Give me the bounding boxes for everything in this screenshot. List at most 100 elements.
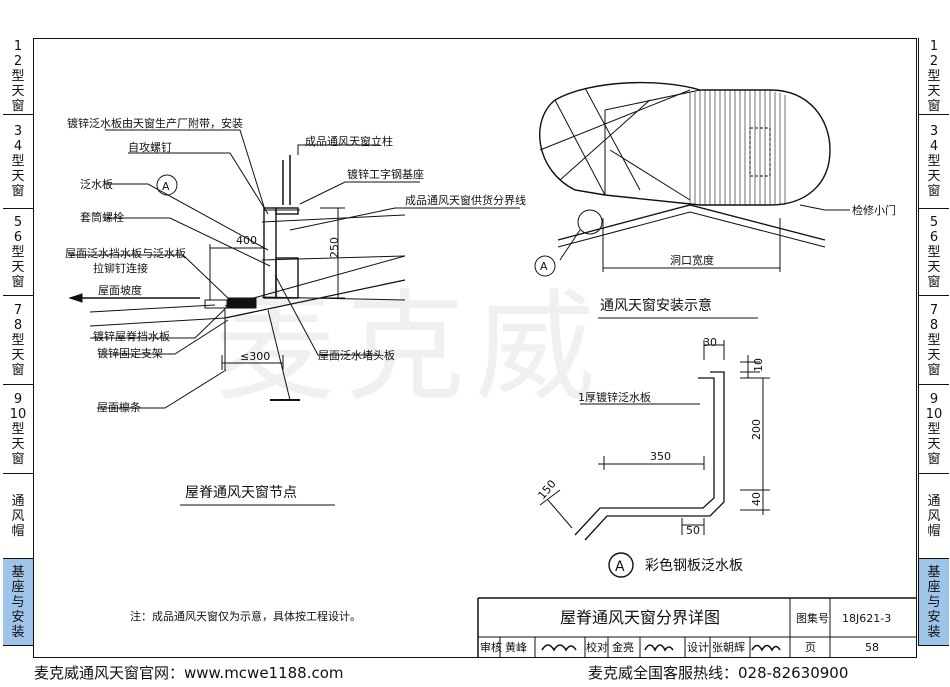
sidebar-tab-text: 1: [13, 38, 23, 54]
sidebar-tab-text: 型: [927, 421, 941, 437]
sidebar-tab-text: 8: [929, 317, 939, 333]
title-block-lines: [180, 317, 917, 658]
sidebar-tab-text: 8: [13, 317, 23, 333]
footer-hotline: 麦克威全国客服热线：028-82630900: [588, 664, 849, 682]
sidebar-tab-text: 7: [13, 302, 23, 318]
sidebar-tab-text: 型: [11, 332, 25, 348]
designer: 张朝辉: [712, 641, 745, 654]
label-slope: 屋面坡度: [98, 283, 142, 297]
label-door: 检修小门: [852, 203, 896, 217]
sidebar-tab-text: 窗: [11, 451, 25, 467]
dim-250: 250: [328, 237, 341, 258]
label-column: 成品通风天窗立柱: [305, 134, 393, 148]
sidebar-tab-text: 天: [927, 83, 941, 99]
design-label: 设计: [687, 641, 709, 654]
sidebar-tab-text: 10: [9, 406, 27, 422]
check-label: 校对: [586, 640, 608, 654]
sidebar-tab-text: 天: [927, 169, 941, 184]
sidebar-tab-text: 型: [11, 421, 25, 437]
sidebar-tab-text: 5: [13, 214, 23, 230]
dim-150: 150: [535, 477, 558, 501]
label-sleeve-bolt: 套筒螺栓: [80, 210, 124, 224]
sidebar-tab-text: 型: [11, 244, 25, 260]
dim-350: 350: [650, 450, 671, 463]
page-number: 58: [865, 641, 879, 654]
note: 注：成品通风天窗仅为示意，具体按工程设计。: [130, 609, 361, 623]
sidebar-tab-text: 座: [927, 579, 941, 595]
page-label: 页: [805, 641, 816, 654]
sidebar-tab-text: 帽: [927, 523, 941, 539]
sidebar-tab-text: 1: [929, 38, 939, 54]
sidebar-tab-text: 窗: [11, 184, 25, 199]
dim-30: 30: [703, 336, 717, 349]
drawing-title: 屋脊通风天窗分界详图: [560, 608, 720, 627]
sidebar-tab-6[interactable]: 基座与安装: [919, 559, 949, 646]
flashing-drawing: [539, 340, 770, 578]
label-flashing: 泛水板: [80, 177, 113, 191]
sidebar-tab-text: 2: [929, 53, 939, 69]
sidebar-tab-text: 天: [927, 436, 941, 452]
sidebar-tab-text: 型: [11, 68, 25, 84]
dim-10: 10: [752, 358, 765, 372]
sidebar-tab-text: 窗: [927, 98, 941, 114]
label-end-plug: 屋面泛水堵头板: [318, 348, 395, 362]
sidebar-tab-text: 与: [11, 594, 25, 610]
sidebar-tab-text: 9: [13, 391, 23, 407]
footer-website: 麦克威通风天窗官网：www.mcwe1188.com: [34, 664, 344, 682]
label-bracket: 镀锌固定支架: [97, 346, 163, 360]
label-rivet: 拉铆钉连接: [93, 261, 148, 275]
sidebar-tab-text: 通: [11, 493, 25, 509]
label-base: 镀锌工字钢基座: [347, 167, 424, 181]
sidebar-tab-text: 4: [929, 139, 939, 154]
reviewer: 黄峰: [505, 640, 527, 654]
sidebar-tab-text: 窗: [11, 362, 25, 378]
sidebar-tab-text: 风: [927, 508, 941, 524]
label-flashing-plate: 1厚镀锌泛水板: [578, 390, 651, 404]
sidebar-tab-text: 6: [13, 229, 23, 245]
sidebar-tab-text: 天: [11, 259, 25, 275]
sidebar-tab-text: 装: [11, 624, 25, 640]
sidebar-tab-text: 型: [927, 332, 941, 348]
sidebar-tab-text: 型: [927, 68, 941, 84]
sidebar-tab-5[interactable]: 通风帽: [919, 474, 949, 559]
sidebar-tab-text: 天: [927, 347, 941, 363]
sidebar-tab-text: 窗: [11, 98, 25, 114]
sidebar-tab-text: 3: [13, 124, 23, 139]
sidebar-tab-text: 窗: [927, 451, 941, 467]
drawing-frame: [33, 38, 917, 658]
node-detail-drawing: [68, 129, 520, 409]
label-ridge-board: 镀锌屋脊挡水板: [93, 329, 170, 343]
flashing-callout-letter: A: [615, 559, 625, 575]
sidebar-tab-text: 天: [11, 347, 25, 363]
sidebar-tab-text: 型: [927, 244, 941, 260]
sidebar-tab-text: 2: [13, 53, 23, 69]
label-roof-flash: 屋面泛水挡水板与泛水板: [65, 246, 186, 260]
sidebar-tab-text: 10: [925, 406, 943, 422]
sidebar-tab-5[interactable]: 通风帽: [3, 474, 33, 559]
sidebar-tab-text: 基: [11, 564, 25, 580]
sidebar-tab-6[interactable]: 基座与安装: [3, 559, 33, 646]
label-opening: 洞口宽度: [670, 253, 714, 267]
sidebar-tab-text: 窗: [927, 274, 941, 290]
sidebar-tab-text: 7: [929, 302, 939, 318]
sidebar-tab-text: 与: [927, 594, 941, 610]
sidebar-tab-text: 5: [929, 214, 939, 230]
install-callout-letter: A: [540, 260, 548, 273]
sidebar-tab-text: 型: [11, 154, 25, 169]
dim-400: 400: [236, 234, 257, 247]
sidebar-tab-text: 帽: [11, 523, 25, 539]
sidebar-tab-text: 座: [11, 579, 25, 595]
dim-200: 200: [750, 419, 763, 440]
